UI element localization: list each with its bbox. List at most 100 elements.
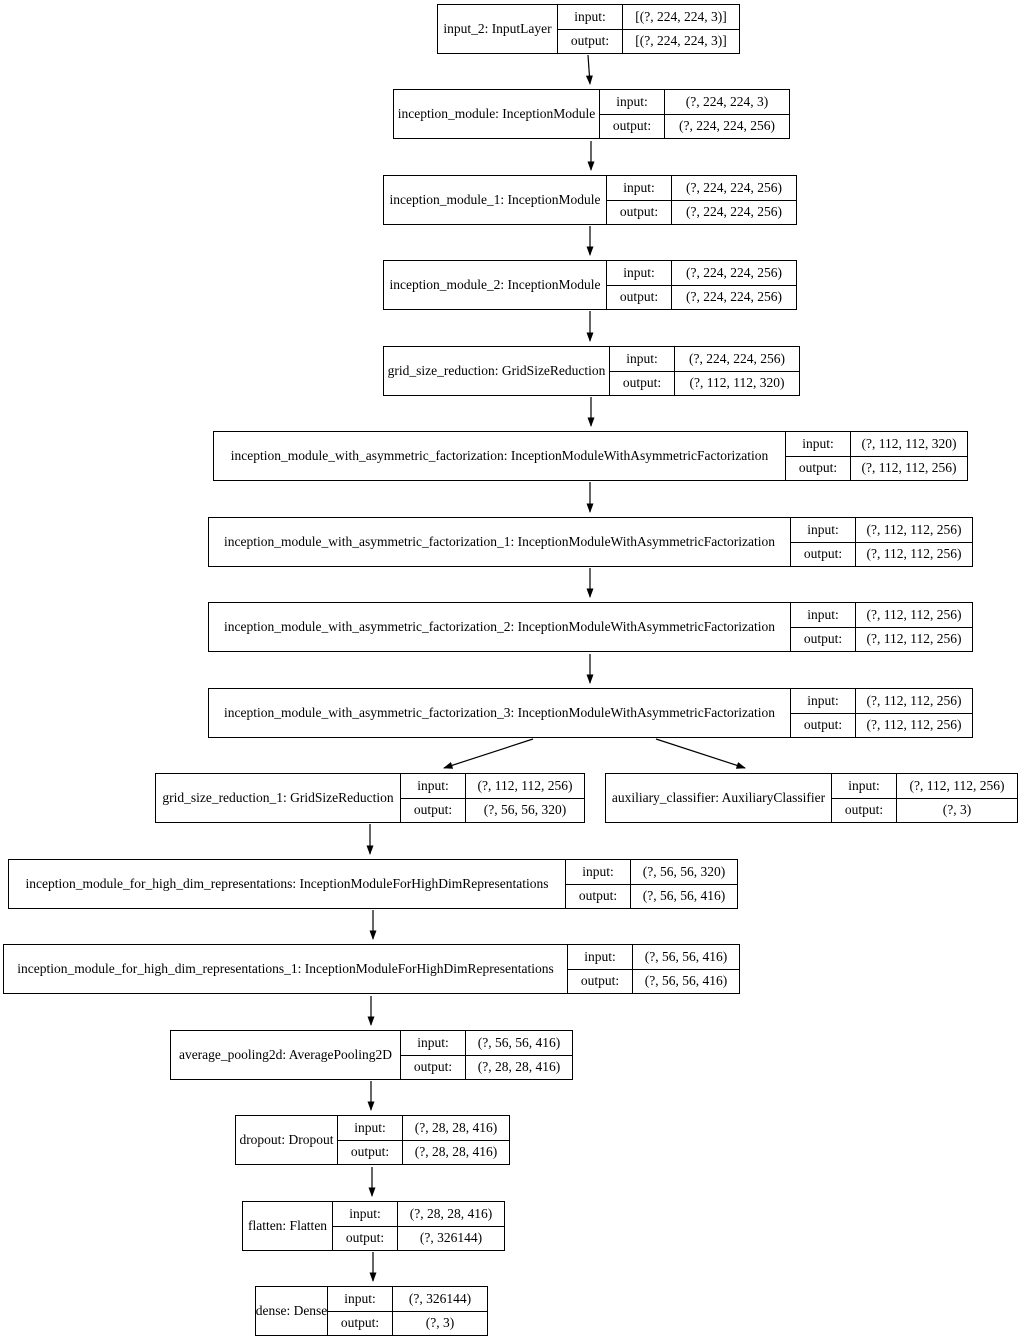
input-label: input: [791, 689, 856, 713]
input-label: input: [333, 1202, 398, 1226]
io-table: input:(?, 112, 112, 256) output:(?, 112,… [791, 603, 972, 651]
io-table: input:(?, 28, 28, 416) output:(?, 326144… [333, 1202, 504, 1250]
output-label: output: [568, 969, 633, 993]
output-label: output: [791, 542, 856, 566]
node-grid-size-reduction: grid_size_reduction: GridSizeReduction i… [383, 346, 800, 396]
input-shape: (?, 28, 28, 416) [414, 1119, 498, 1135]
output-label: output: [610, 371, 675, 395]
input-shape: (?, 56, 56, 320) [642, 863, 726, 879]
node-inception-module-1: inception_module_1: InceptionModule inpu… [383, 175, 797, 225]
node-auxiliary-classifier: auxiliary_classifier: AuxiliaryClassifie… [605, 773, 1018, 823]
input-label: input: [568, 945, 633, 969]
layer-name: grid_size_reduction_1: GridSizeReduction [156, 774, 401, 822]
input-shape: (?, 56, 56, 416) [477, 1034, 561, 1050]
input-label: input: [610, 347, 675, 371]
edge-arrow [585, 54, 593, 85]
layer-name: inception_module: InceptionModule [394, 90, 600, 138]
output-shape: (?, 112, 112, 256) [866, 717, 962, 733]
io-table: input: (?, 56, 56, 320) output: (?, 56, 56… [566, 860, 737, 908]
output-label: output: [401, 798, 466, 822]
output-shape: [(?, 224, 224, 3)] [635, 33, 727, 49]
input-label: input: [607, 261, 672, 285]
node-flatten: flatten: Flatten input:(?, 28, 28, 416) … [242, 1201, 505, 1251]
io-table: input: (?, 112, 112, 256) output: (?, 112,… [791, 518, 972, 566]
output-shape: (?, 224, 224, 256) [686, 289, 782, 305]
output-label: output: [600, 114, 665, 138]
node-dense: dense: Dense input:(?, 326144) output:(?… [255, 1286, 488, 1336]
node-average-pooling2d: average_pooling2d: AveragePooling2D inpu… [170, 1030, 573, 1080]
output-label: output: [791, 713, 856, 737]
io-table: input:(?, 112, 112, 256) output:(?, 3) [832, 774, 1017, 822]
layer-name: auxiliary_classifier: AuxiliaryClassifie… [606, 774, 832, 822]
output-shape: (?, 224, 224, 256) [686, 204, 782, 220]
input-shape: (?, 224, 224, 256) [686, 264, 782, 280]
io-table: input:(?, 224, 224, 3) output:(?, 224, 2… [600, 90, 789, 138]
node-dropout: dropout: Dropout input:(?, 28, 28, 416) … [235, 1115, 510, 1165]
input-shape: (?, 224, 224, 256) [686, 179, 782, 195]
input-label: input: [600, 90, 665, 114]
layer-name: inception_module_for_high_dim_representa… [4, 945, 568, 993]
node-inception-module-with-asymmetric-factorization-3: inception_module_with_asymmetric_factori… [208, 688, 973, 738]
node-inception-module-with-asymmetric-factorization-1: inception_module_with_asymmetric_factori… [208, 517, 973, 567]
output-label: output: [338, 1140, 403, 1164]
layer-name: inception_module_for_high_dim_representa… [9, 860, 566, 908]
layer-name: flatten: Flatten [243, 1202, 333, 1250]
output-label: output: [401, 1055, 466, 1079]
layer-name: grid_size_reduction: GridSizeReduction [384, 347, 610, 395]
input-label: input: [832, 774, 897, 798]
input-label: input: [401, 774, 466, 798]
output-shape: (?, 28, 28, 416) [477, 1059, 561, 1075]
input-shape: (?, 112, 112, 256) [909, 777, 1005, 793]
output-shape: (?, 56, 56, 416) [644, 973, 728, 989]
input-label: input: [786, 432, 851, 456]
io-table: input:[(?, 224, 224, 3)] output:[(?, 224… [558, 5, 739, 53]
input-label: input: [566, 860, 631, 884]
output-shape: (?, 3) [942, 802, 972, 818]
io-table: input:(?, 224, 224, 256) output:(?, 224,… [607, 261, 796, 309]
layer-name: dense: Dense [256, 1287, 328, 1335]
input-label: input: [558, 5, 623, 29]
layer-name: inception_module_2: InceptionModule [384, 261, 607, 309]
layer-name: inception_module_with_asymmetric_factori… [214, 432, 786, 480]
input-shape: (?, 224, 224, 256) [689, 350, 785, 366]
output-label: output: [333, 1226, 398, 1250]
input-shape: (?, 224, 224, 3) [685, 93, 769, 109]
input-label: input: [791, 518, 856, 542]
input-shape: (?, 112, 112, 256) [866, 521, 962, 537]
layer-name: inception_module_with_asymmetric_factori… [209, 518, 791, 566]
io-table: input: (?, 56, 56, 416) output: (?, 56, 56… [568, 945, 739, 993]
node-inception-module-for-high-dim-representations-1: inception_module_for_high_dim_representa… [3, 944, 740, 994]
input-shape: (?, 56, 56, 416) [644, 948, 728, 964]
input-shape: (?, 326144) [408, 1290, 472, 1306]
input-shape: (?, 112, 112, 320) [861, 435, 957, 451]
output-shape: (?, 56, 56, 320) [483, 802, 567, 818]
input-label: input: [401, 1031, 466, 1055]
io-table: input:(?, 112, 112, 256) output:(?, 56, … [401, 774, 584, 822]
edge-arrow [443, 738, 534, 769]
output-shape: (?, 28, 28, 416) [414, 1144, 498, 1160]
output-shape: (?, 56, 56, 416) [642, 888, 726, 904]
node-grid-size-reduction-1: grid_size_reduction_1: GridSizeReduction… [155, 773, 585, 823]
io-table: input:(?, 326144) output:(?, 3) [328, 1287, 487, 1335]
io-table: input: (?, 56, 56, 416) output: (?, 28, 28… [401, 1031, 572, 1079]
edge-arrow [655, 738, 746, 769]
output-shape: (?, 112, 112, 256) [861, 460, 957, 476]
input-label: input: [338, 1116, 403, 1140]
output-label: output: [607, 200, 672, 224]
output-shape: (?, 3) [425, 1315, 455, 1331]
input-label: input: [607, 176, 672, 200]
layer-name: inception_module_with_asymmetric_factori… [209, 689, 791, 737]
layer-name: inception_module_1: InceptionModule [384, 176, 607, 224]
node-inception-module-2: inception_module_2: InceptionModule inpu… [383, 260, 797, 310]
layer-name: average_pooling2d: AveragePooling2D [171, 1031, 401, 1079]
io-table: input: (?, 28, 28, 416) output: (?, 28, 28… [338, 1116, 509, 1164]
output-label: output: [566, 884, 631, 908]
output-shape: (?, 112, 112, 320) [689, 375, 785, 391]
layer-name: inception_module_with_asymmetric_factori… [209, 603, 791, 651]
output-shape: (?, 326144) [419, 1230, 483, 1246]
output-label: output: [328, 1311, 393, 1335]
output-shape: (?, 112, 112, 256) [866, 546, 962, 562]
node-inception-module: inception_module: InceptionModule input:… [393, 89, 790, 139]
output-label: output: [786, 456, 851, 480]
